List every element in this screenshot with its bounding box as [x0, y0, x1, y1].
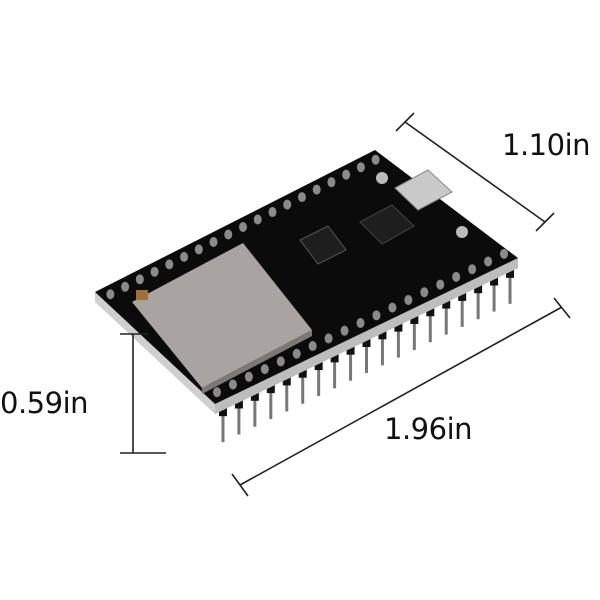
- pin-header-housing: [282, 375, 291, 386]
- solder-joint: [312, 184, 321, 195]
- pin-header-housing: [346, 344, 355, 355]
- pin-header-housing: [218, 406, 227, 417]
- solder-joint: [121, 281, 130, 292]
- solder-joint: [228, 379, 237, 390]
- antenna-connector: [136, 290, 148, 300]
- solder-joint: [292, 348, 301, 359]
- solder-joint: [452, 271, 461, 282]
- solder-joint: [268, 207, 277, 218]
- solder-joint: [283, 199, 292, 210]
- solder-joint: [340, 325, 349, 336]
- solder-joint: [356, 162, 365, 173]
- pin-header-housing: [506, 267, 515, 278]
- solder-joint: [150, 266, 159, 277]
- solder-joint: [260, 364, 269, 375]
- solder-joint: [212, 387, 221, 398]
- solder-joint: [388, 302, 397, 313]
- pin-header-housing: [266, 383, 275, 394]
- solder-joint: [371, 154, 380, 165]
- solder-joint: [356, 318, 365, 328]
- usb-chip: [359, 204, 415, 245]
- pin-header-housing: [490, 275, 499, 286]
- usb-port: [394, 169, 453, 211]
- height-dimension-line: [120, 333, 166, 454]
- pin-header-housing: [330, 352, 339, 363]
- pcb-front-edge: [215, 258, 518, 414]
- solder-joint: [165, 259, 174, 270]
- solder-joint: [180, 251, 189, 262]
- solder-joint: [484, 256, 493, 267]
- solder-joint: [106, 289, 115, 300]
- wifi-module-edge: [202, 330, 312, 394]
- boot-button[interactable]: [456, 226, 468, 238]
- solder-joint: [276, 356, 285, 367]
- regulator-chip: [299, 225, 347, 265]
- solder-joint: [239, 222, 247, 232]
- solder-joint: [308, 341, 317, 352]
- pin-header-housing: [234, 398, 243, 409]
- solder-joint: [468, 264, 477, 275]
- solder-joint: [324, 333, 333, 344]
- solder-joint: [297, 192, 306, 203]
- pin-header-housing: [458, 290, 467, 301]
- solder-joint: [253, 214, 262, 225]
- pin-header-housing: [298, 367, 307, 378]
- solder-joint: [135, 274, 144, 285]
- pin-header-housing: [410, 313, 419, 324]
- pin-header-housing: [362, 337, 371, 347]
- pin-header-housing: [474, 283, 483, 294]
- length-dimension-line: [231, 297, 571, 497]
- solder-joint: [209, 236, 218, 247]
- header-pins-back: [106, 154, 509, 398]
- pin-header-housing: [250, 390, 259, 401]
- solder-joint: [372, 310, 381, 321]
- solder-joint: [404, 294, 413, 305]
- pin-header-housing: [314, 360, 323, 371]
- pin-header-housing: [378, 329, 387, 340]
- length-label: 1.96in: [384, 412, 473, 446]
- solder-joint: [224, 229, 233, 240]
- wifi-module-shield: [132, 243, 312, 388]
- solder-joint: [500, 248, 509, 259]
- pin-header-housing: [394, 321, 403, 332]
- solder-joint: [327, 177, 336, 188]
- solder-joint: [194, 244, 203, 255]
- width-dimension-line: [395, 112, 555, 232]
- pcb-side: [95, 292, 215, 414]
- pin-header-housing: [426, 306, 435, 317]
- solder-joint: [420, 287, 429, 298]
- width-label: 1.10in: [502, 128, 591, 162]
- reset-button[interactable]: [376, 172, 388, 184]
- height-label: 0.59in: [0, 386, 89, 420]
- solder-joint: [244, 371, 253, 382]
- pin-header-housing: [442, 298, 451, 309]
- solder-joint: [436, 279, 445, 290]
- solder-joint: [342, 169, 351, 180]
